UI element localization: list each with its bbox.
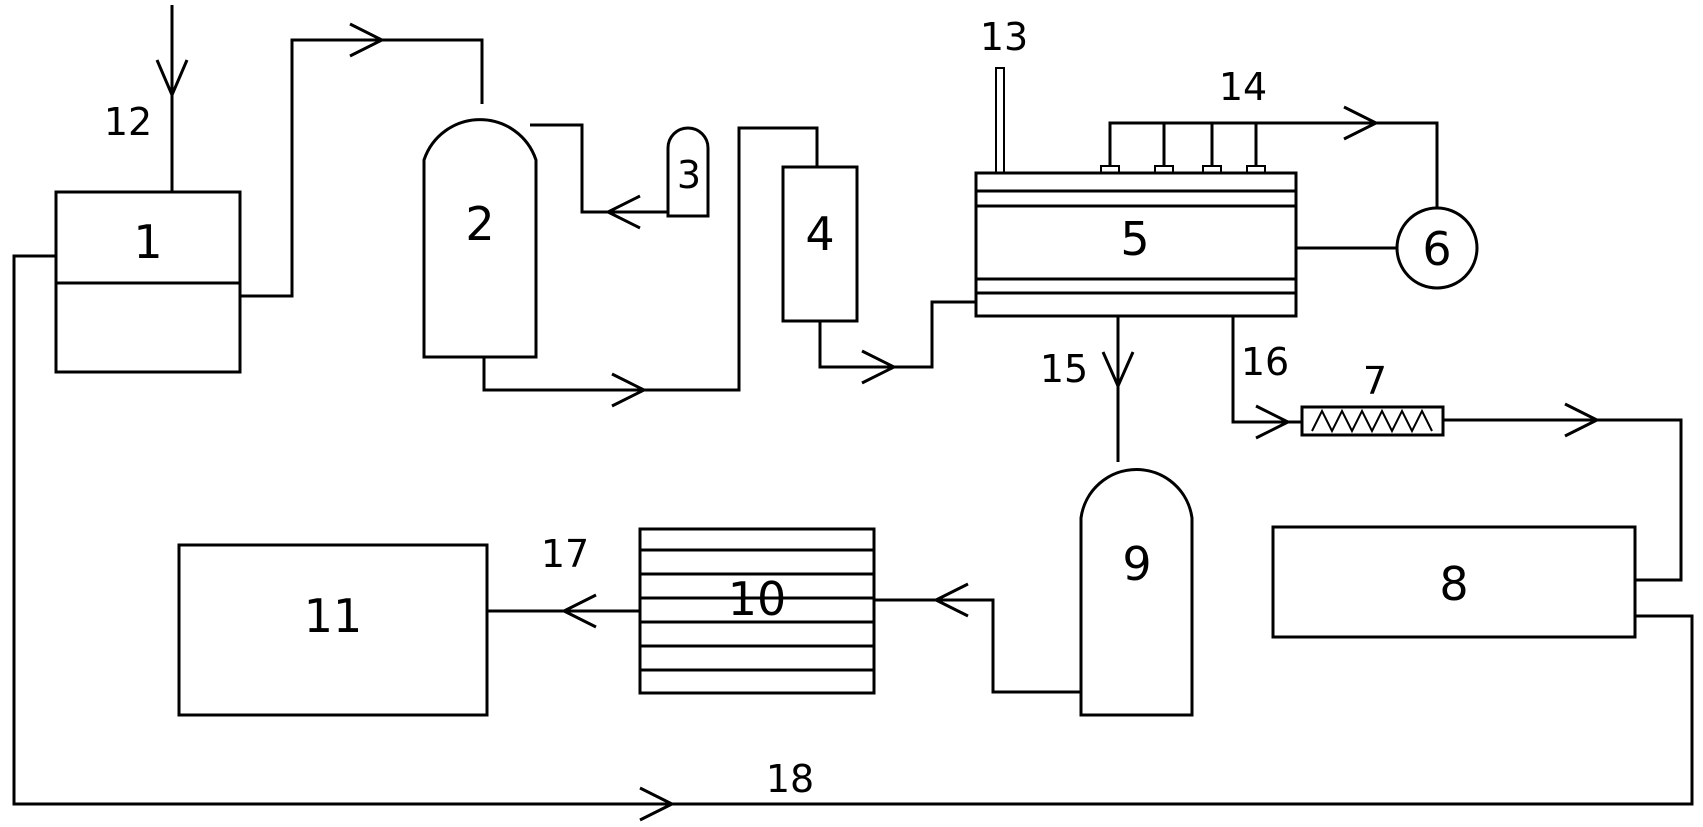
unit-10-label: 10 xyxy=(728,572,787,626)
unit-8-label: 8 xyxy=(1439,557,1468,611)
unit-5-reactor: 5 xyxy=(974,171,1298,318)
stream-12-label: 12 xyxy=(104,100,152,144)
stream-17-label: 17 xyxy=(541,532,589,576)
line-1-to-2 xyxy=(240,22,484,298)
line-9-to-10 xyxy=(875,582,1081,694)
unit-4-label: 4 xyxy=(805,207,834,261)
unit-9-label: 9 xyxy=(1122,537,1151,591)
unit-1-label: 1 xyxy=(133,215,162,269)
unit-6-label: 6 xyxy=(1422,222,1451,276)
stream-16-label: 16 xyxy=(1241,340,1289,384)
stream-14-label: 14 xyxy=(1219,65,1267,109)
stream-12-inlet: 12 xyxy=(104,5,189,192)
unit-6-pump: 6 xyxy=(1296,206,1479,290)
unit-1-tank: 1 xyxy=(54,190,242,374)
unit-10-exchanger: 10 xyxy=(638,527,876,695)
line-7-to-8 xyxy=(1443,402,1683,582)
stream-17-line: 17 xyxy=(487,532,640,629)
stream-13-vent: 13 xyxy=(980,15,1028,174)
unit-11-label: 11 xyxy=(304,589,363,643)
stream-14-manifold: 14 xyxy=(1100,65,1439,208)
unit-3-cylinder: 3 xyxy=(666,126,710,218)
stream-13-label: 13 xyxy=(980,15,1028,59)
stream-15-line: 15 xyxy=(1040,316,1135,462)
stream-16-line: 16 xyxy=(1231,316,1302,440)
stream-18-label: 18 xyxy=(766,757,814,801)
unit-11-unit: 11 xyxy=(177,543,489,717)
unit-2-label: 2 xyxy=(465,197,494,251)
unit-9-separator: 9 xyxy=(1079,467,1194,717)
stream-15-label: 15 xyxy=(1040,347,1088,391)
unit-2-vessel: 2 xyxy=(422,118,538,359)
line-3-to-2 xyxy=(530,123,668,230)
unit-7-label: 7 xyxy=(1363,359,1387,403)
line-2-to-4 xyxy=(482,126,819,408)
line-4-to-5 xyxy=(818,300,976,385)
unit-3-label: 3 xyxy=(677,153,701,197)
stream-18-recycle: 18 xyxy=(12,254,1694,822)
unit-8-unit: 8 xyxy=(1271,525,1637,639)
unit-7-heater: 7 xyxy=(1300,359,1445,437)
unit-4-column: 4 xyxy=(781,165,859,323)
unit-5-label: 5 xyxy=(1120,212,1149,266)
